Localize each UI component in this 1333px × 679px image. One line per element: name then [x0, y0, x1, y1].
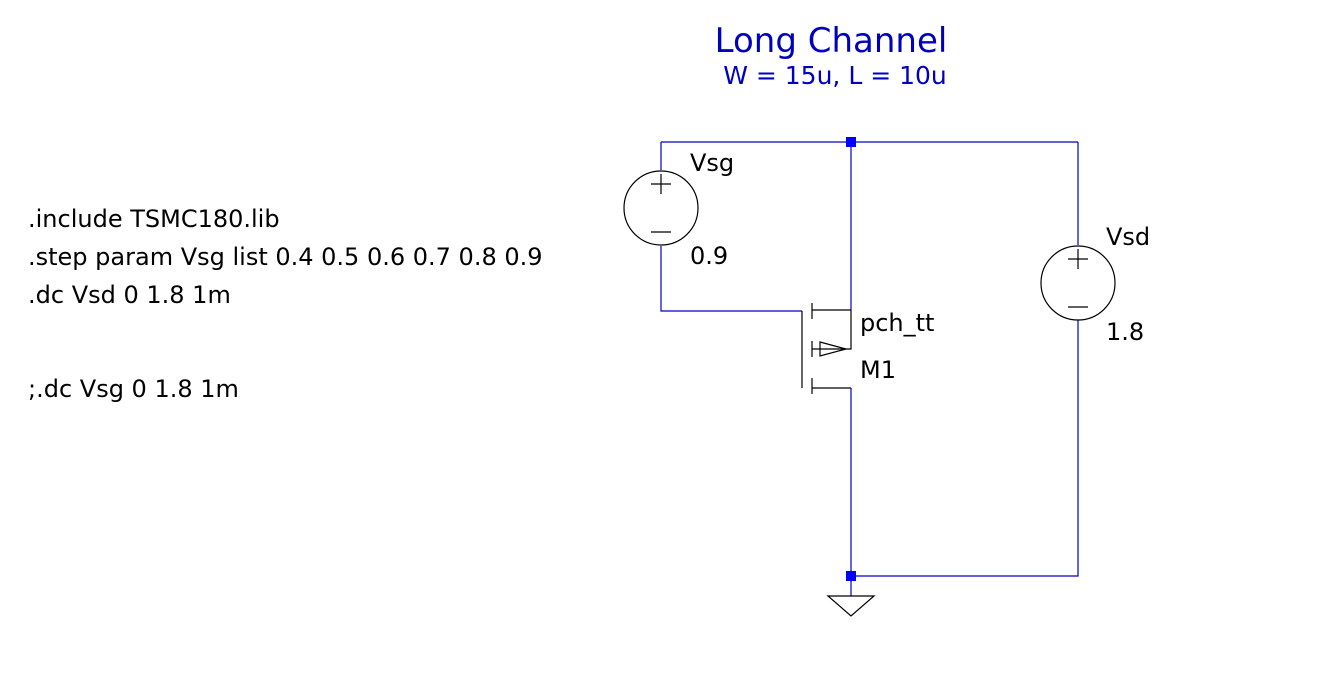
pmos-transistor-icon[interactable]	[801, 303, 852, 394]
wire-vsg-minus-gate[interactable]	[660, 246, 802, 312]
schematic-title: Long Channel	[715, 21, 948, 61]
vsg-name-label: Vsg	[690, 149, 734, 177]
m1-model-label[interactable]: pch_tt	[860, 309, 934, 337]
directive-step[interactable]: .step param Vsg list 0.4 0.5 0.6 0.7 0.8…	[28, 243, 543, 271]
voltage-source-icon[interactable]	[1040, 245, 1116, 321]
voltage-source-icon[interactable]	[623, 170, 699, 246]
spice-directives: .include TSMC180.lib .step param Vsg lis…	[28, 205, 543, 403]
junction-bottom	[846, 571, 856, 581]
schematic-subtitle: W = 15u, L = 10u	[723, 61, 947, 90]
vsg-value-label[interactable]: 0.9	[690, 242, 728, 270]
directive-dc[interactable]: .dc Vsd 0 1.8 1m	[28, 281, 231, 309]
directive-include[interactable]: .include TSMC180.lib	[28, 205, 280, 233]
ground-icon[interactable]	[826, 595, 876, 617]
junction-top	[846, 137, 856, 147]
vsd-name-label: Vsd	[1106, 223, 1150, 251]
wires	[660, 141, 1079, 596]
directive-dc-commented[interactable]: ;.dc Vsg 0 1.8 1m	[28, 375, 239, 403]
wire-vsd-minus[interactable]	[851, 320, 1079, 577]
m1-name-label: M1	[860, 356, 896, 384]
vsd-value-label[interactable]: 1.8	[1106, 318, 1144, 346]
